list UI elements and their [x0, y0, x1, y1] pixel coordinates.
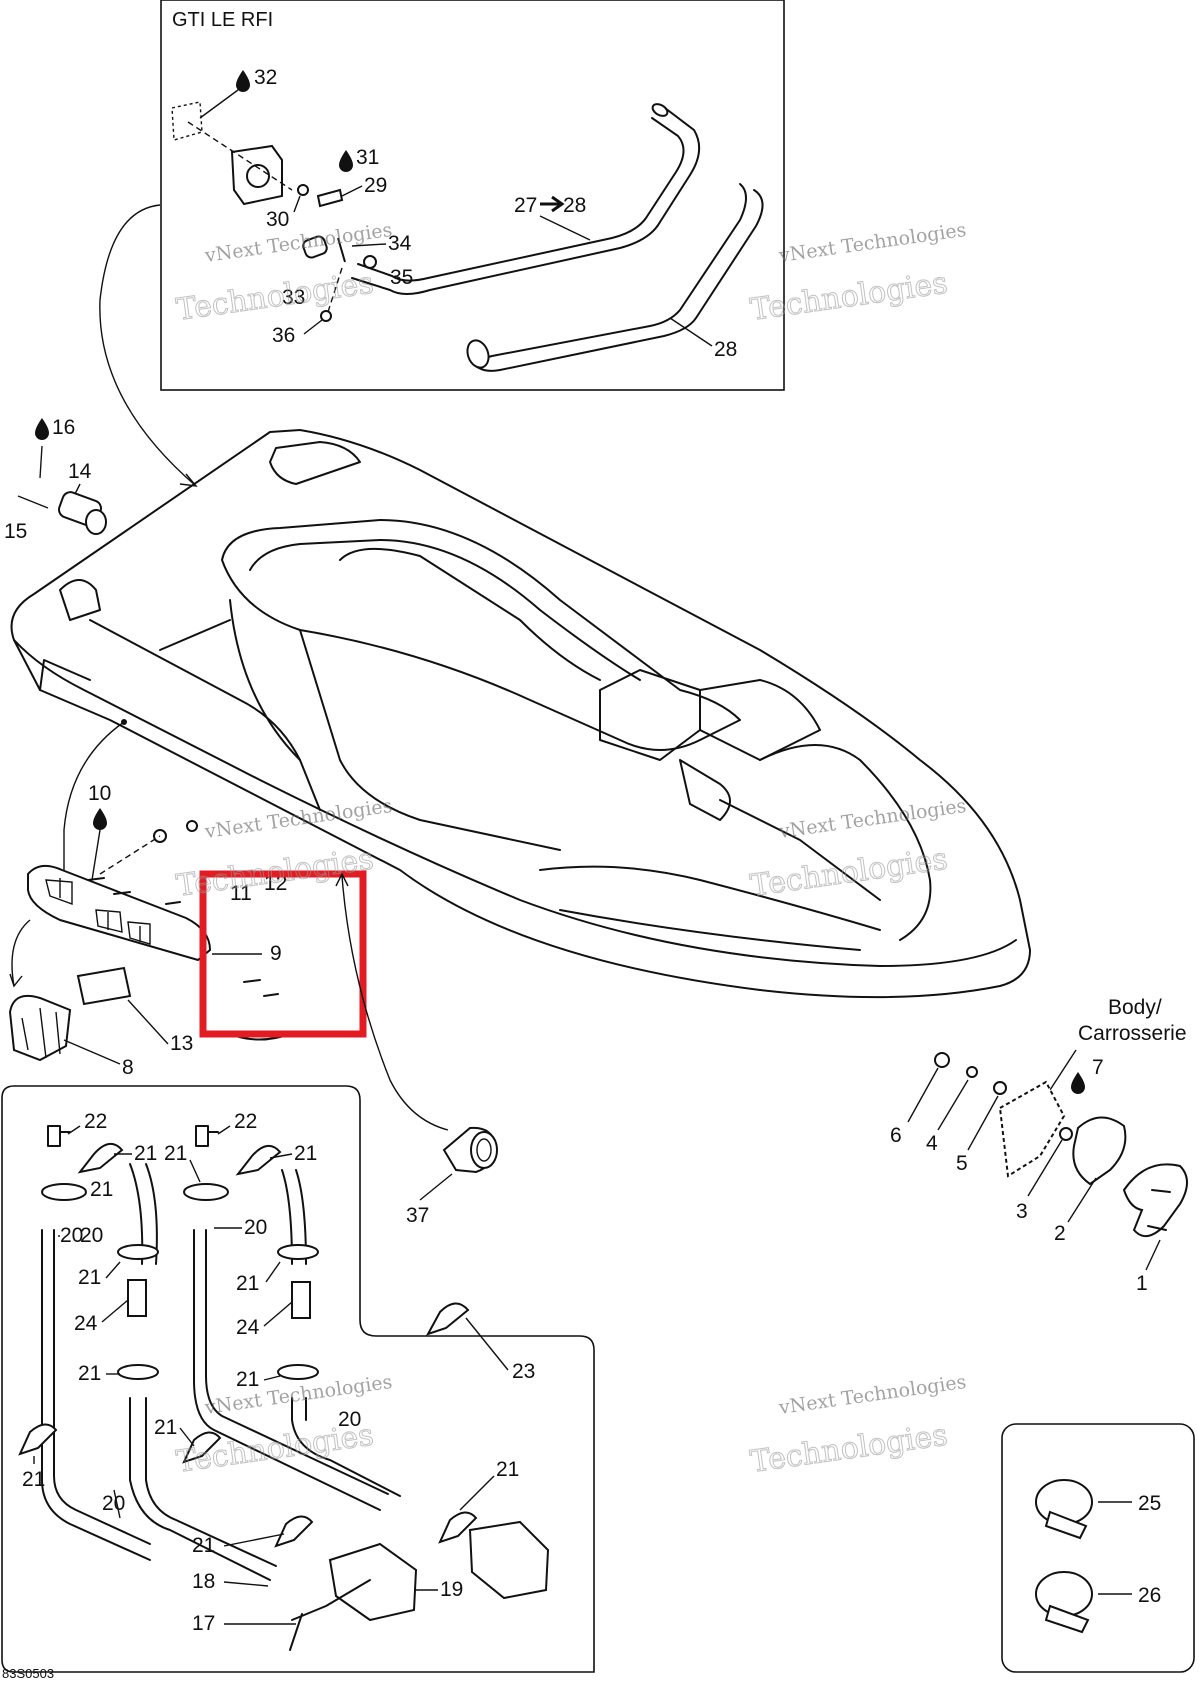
- watermark-text: Technologies: [174, 266, 375, 328]
- callout-34: 34: [351, 232, 412, 255]
- watermark-text: Technologies: [748, 842, 949, 904]
- callout-number: 8: [122, 1056, 134, 1079]
- callout-number: 37: [406, 1204, 429, 1227]
- callout-number: 12: [264, 872, 287, 895]
- callout-number: 21: [22, 1468, 45, 1491]
- callout-number: 21: [78, 1266, 101, 1289]
- callout-number: 30: [266, 208, 289, 231]
- callout-number: 21: [78, 1362, 101, 1385]
- callout-number: 15: [4, 520, 27, 543]
- callout-number: 28: [714, 338, 737, 361]
- callout-number: 3: [1016, 1200, 1028, 1223]
- bushing-37: 37: [335, 872, 498, 1227]
- plug-assembly: 16 14 15: [4, 416, 107, 543]
- callout-number: 20: [338, 1408, 361, 1431]
- callout-number: 19: [440, 1578, 463, 1601]
- callout-30: 30: [266, 195, 301, 231]
- callout-number: 21: [154, 1416, 177, 1439]
- side-mount-parts: Body/ Carrosserie 7 6 4 5 3 2 1: [890, 996, 1188, 1295]
- callout-number: 31: [356, 146, 379, 169]
- callout-number: 18: [192, 1570, 215, 1593]
- callout-number: 10: [88, 782, 111, 805]
- carrosserie-label: Carrosserie: [1078, 1022, 1187, 1045]
- callout-number: 24: [74, 1312, 98, 1335]
- callout-number: 21: [192, 1534, 215, 1557]
- callout-number: 24: [236, 1316, 260, 1339]
- callout-number: 21: [236, 1272, 259, 1295]
- watermark-text: vNext Technologies: [777, 219, 968, 267]
- callout-35: 35: [390, 266, 413, 289]
- watermark-text: vNext Technologies: [777, 795, 968, 843]
- callout-number: 35: [390, 266, 413, 289]
- callout-number: 1: [1136, 1272, 1148, 1295]
- callout-28: 28: [669, 317, 737, 361]
- bilge-hose-inset: 22 22 21 21 21 21 20 20 20 21 21 24 24 2…: [1, 1085, 595, 1673]
- inset-connector: [99, 204, 197, 487]
- callout-number: 5: [956, 1152, 968, 1175]
- callout-number: 25: [1138, 1492, 1161, 1515]
- inset-gti-le-rfi: GTI LE RFI 32 31: [160, 0, 785, 391]
- callout-number: 21: [496, 1458, 519, 1481]
- callout-number: 9: [270, 942, 282, 965]
- callout-number: 14: [68, 460, 92, 483]
- callout-number: 7: [1092, 1056, 1104, 1079]
- body-label: Body/: [1108, 996, 1162, 1019]
- callout-number: 17: [192, 1612, 215, 1635]
- inset-title: GTI LE RFI: [172, 9, 273, 31]
- callout-number: 21: [164, 1142, 187, 1165]
- callout-number: 23: [512, 1360, 535, 1383]
- watermark-text: Technologies: [748, 1418, 949, 1480]
- watermark-text: Technologies: [174, 1418, 375, 1480]
- watermark-text: vNext Technologies: [203, 795, 394, 843]
- callout-number: 32: [254, 66, 277, 89]
- callout-number: 27: [514, 194, 537, 217]
- callout-number: 21: [134, 1142, 157, 1165]
- callout-number: 11: [230, 882, 252, 905]
- callout-33: 33: [282, 286, 305, 309]
- callout-32: 32: [199, 66, 277, 119]
- callout-number: 2: [1054, 1222, 1066, 1245]
- callout-number: 22: [84, 1110, 107, 1133]
- callout-number: 6: [890, 1124, 902, 1147]
- callout-number: 26: [1138, 1584, 1161, 1607]
- callout-number: 20: [80, 1224, 103, 1247]
- callout-number: 33: [282, 286, 305, 309]
- callout-number: 22: [234, 1110, 257, 1133]
- callout-29: 29: [341, 174, 387, 197]
- callout-number: 36: [272, 324, 295, 347]
- callout-number: 13: [170, 1032, 193, 1055]
- callout-number: 29: [364, 174, 387, 197]
- callout-number: 21: [236, 1368, 259, 1391]
- callout-number: 34: [388, 232, 412, 255]
- callout-number: 20: [102, 1492, 125, 1515]
- watermark-text: vNext Technologies: [777, 1371, 968, 1419]
- callout-36: 36: [272, 319, 323, 347]
- callout-number: 21: [90, 1178, 113, 1201]
- callout-number: 20: [60, 1224, 83, 1247]
- callout-number: 21: [294, 1142, 317, 1165]
- callout-31: 31: [339, 146, 379, 172]
- callout-number: 28: [563, 194, 586, 217]
- diagram-code: 83S0503: [2, 1666, 54, 1681]
- highlight-box: [199, 870, 367, 1038]
- callout-number: 20: [244, 1216, 267, 1239]
- callout-number: 4: [926, 1132, 938, 1155]
- clamp-inset: 25 26: [1001, 1423, 1195, 1673]
- callout-27-28: 27 28: [514, 194, 591, 241]
- watermark-text: Technologies: [748, 266, 949, 328]
- watercraft-hull: [10, 429, 1031, 999]
- callout-number: 16: [52, 416, 75, 439]
